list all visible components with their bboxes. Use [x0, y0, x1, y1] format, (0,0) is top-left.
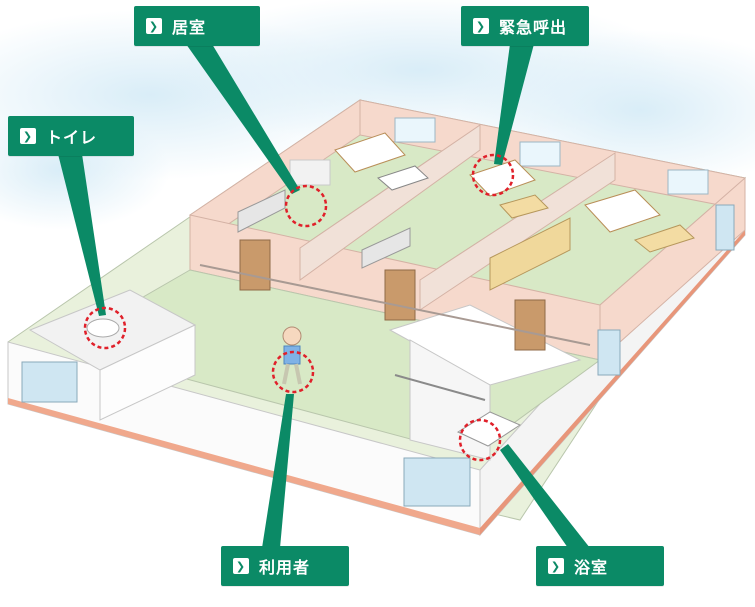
- building: [7, 99, 747, 537]
- label-riyosha-text: 利用者: [259, 558, 311, 577]
- label-yokushitsu-text: 浴室: [574, 558, 609, 577]
- label-toilet-text: トイレ: [46, 128, 98, 147]
- person-figure: [282, 326, 302, 385]
- label-yokushitsu: ❯ 浴室: [536, 546, 664, 586]
- label-kyoshitsu: ❯ 居室: [134, 6, 260, 46]
- highlight-markers: [83, 153, 515, 462]
- chevron-right-icon: ❯: [233, 558, 249, 574]
- chevron-right-icon: ❯: [20, 128, 36, 144]
- label-riyosha: ❯ 利用者: [221, 546, 349, 586]
- label-kinkyu: ❯ 緊急呼出: [461, 6, 589, 46]
- chevron-right-icon: ❯: [473, 18, 489, 34]
- chevron-right-icon: ❯: [548, 558, 564, 574]
- label-kyoshitsu-text: 居室: [172, 18, 207, 37]
- chevron-right-icon: ❯: [146, 18, 162, 34]
- label-kinkyu-text: 緊急呼出: [499, 18, 568, 37]
- callout-pointers: [58, 44, 590, 548]
- label-toilet: ❯ トイレ: [8, 116, 134, 156]
